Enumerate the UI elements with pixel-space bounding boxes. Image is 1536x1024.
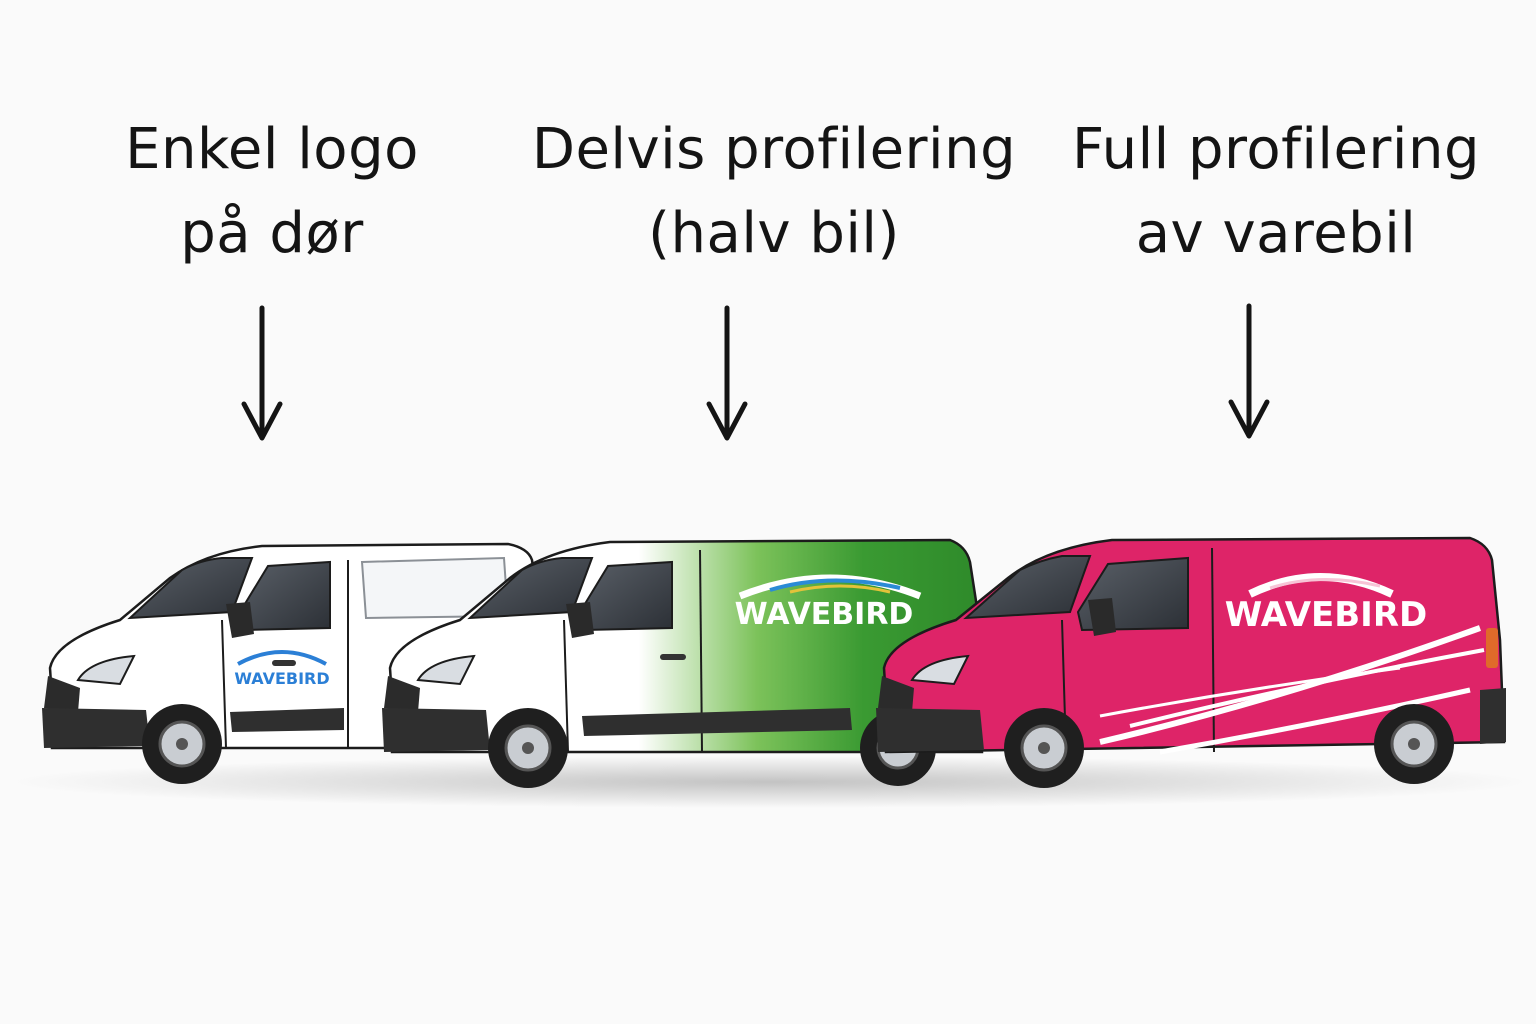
logo-text-door: WAVEBIRD [234, 669, 329, 688]
label-simple-logo-line2: på dør [180, 201, 364, 266]
label-simple-logo-line1: Enkel logo [125, 117, 419, 182]
logo-text-side-pink: WAVEBIRD [1225, 595, 1428, 635]
label-simple-logo: Enkel logo på dør [12, 108, 532, 276]
label-partial-wrap-line1: Delvis profilering [531, 117, 1017, 182]
label-partial-wrap-line2: (halv bil) [648, 201, 900, 266]
label-full-wrap-line2: av varebil [1135, 201, 1417, 266]
label-partial-wrap: Delvis profilering (halv bil) [514, 108, 1034, 276]
arrow-down-icon [241, 305, 283, 441]
van-white-simple-logo: WAVEBIRD [42, 542, 542, 784]
label-full-wrap: Full profilering av varebil [1016, 108, 1536, 276]
label-full-wrap-line1: Full profilering [1071, 117, 1481, 182]
van-green-partial-wrap: WAVEBIRD [382, 538, 984, 788]
arrow-down-icon [1228, 303, 1270, 439]
logo-text-side-green: WAVEBIRD [735, 597, 914, 632]
van-pink-full-wrap: WAVEBIRD [876, 536, 1506, 788]
arrow-down-icon [706, 305, 748, 441]
ground-shadow [10, 756, 1530, 808]
